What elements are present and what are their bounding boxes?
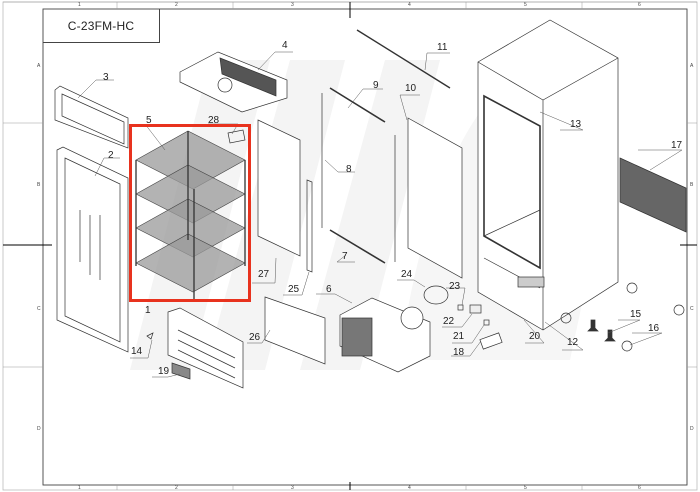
callout-24[interactable]: 24 (401, 269, 413, 280)
column-label: 1 (78, 485, 81, 491)
column-label: 5 (524, 485, 527, 491)
callout-22[interactable]: 22 (443, 316, 455, 327)
row-label: D (690, 426, 694, 432)
callout-10[interactable]: 10 (405, 83, 417, 94)
callout-15[interactable]: 15 (630, 309, 642, 320)
callout-1[interactable]: 1 (145, 305, 151, 316)
row-label: C (37, 306, 41, 312)
callout-8[interactable]: 8 (346, 164, 352, 175)
highlighted-part-box[interactable] (129, 124, 251, 302)
callout-19[interactable]: 19 (158, 366, 170, 377)
callout-25[interactable]: 25 (288, 284, 300, 295)
callout-23[interactable]: 23 (449, 281, 461, 292)
callout-13[interactable]: 13 (570, 119, 582, 130)
row-label: B (37, 182, 41, 188)
callout-4[interactable]: 4 (282, 40, 288, 51)
callout-7[interactable]: 7 (342, 251, 348, 262)
column-label: 4 (408, 2, 411, 8)
column-label: 6 (638, 485, 641, 491)
callout-3[interactable]: 3 (103, 72, 109, 83)
callout-21[interactable]: 21 (453, 331, 465, 342)
column-label: 3 (291, 2, 294, 8)
model-number: C-23FM-HC (67, 18, 135, 33)
callout-20[interactable]: 20 (529, 331, 541, 342)
callout-12[interactable]: 12 (567, 337, 579, 348)
callout-18[interactable]: 18 (453, 347, 465, 358)
callout-27[interactable]: 27 (258, 269, 270, 280)
column-label: 6 (638, 2, 641, 8)
row-label: A (690, 63, 694, 69)
row-label: B (690, 182, 694, 188)
column-label: 1 (78, 2, 81, 8)
row-label: D (37, 426, 41, 432)
column-label: 4 (408, 485, 411, 491)
column-label: 3 (291, 485, 294, 491)
callout-14[interactable]: 14 (131, 346, 143, 357)
callout-26[interactable]: 26 (249, 332, 261, 343)
callout-2[interactable]: 2 (108, 150, 114, 161)
column-label: 2 (175, 485, 178, 491)
callout-11[interactable]: 11 (437, 42, 448, 53)
row-label: C (690, 306, 694, 312)
callout-17[interactable]: 17 (671, 140, 683, 151)
callout-28[interactable]: 28 (208, 115, 220, 126)
shelf-assembly (135, 130, 246, 293)
callout-5[interactable]: 5 (146, 115, 152, 126)
callout-16[interactable]: 16 (648, 323, 660, 334)
callout-9[interactable]: 9 (373, 80, 379, 91)
column-label: 2 (175, 2, 178, 8)
callout-6[interactable]: 6 (326, 284, 332, 295)
row-label: A (37, 63, 41, 69)
title-block: C-23FM-HC (43, 9, 160, 43)
column-label: 5 (524, 2, 527, 8)
